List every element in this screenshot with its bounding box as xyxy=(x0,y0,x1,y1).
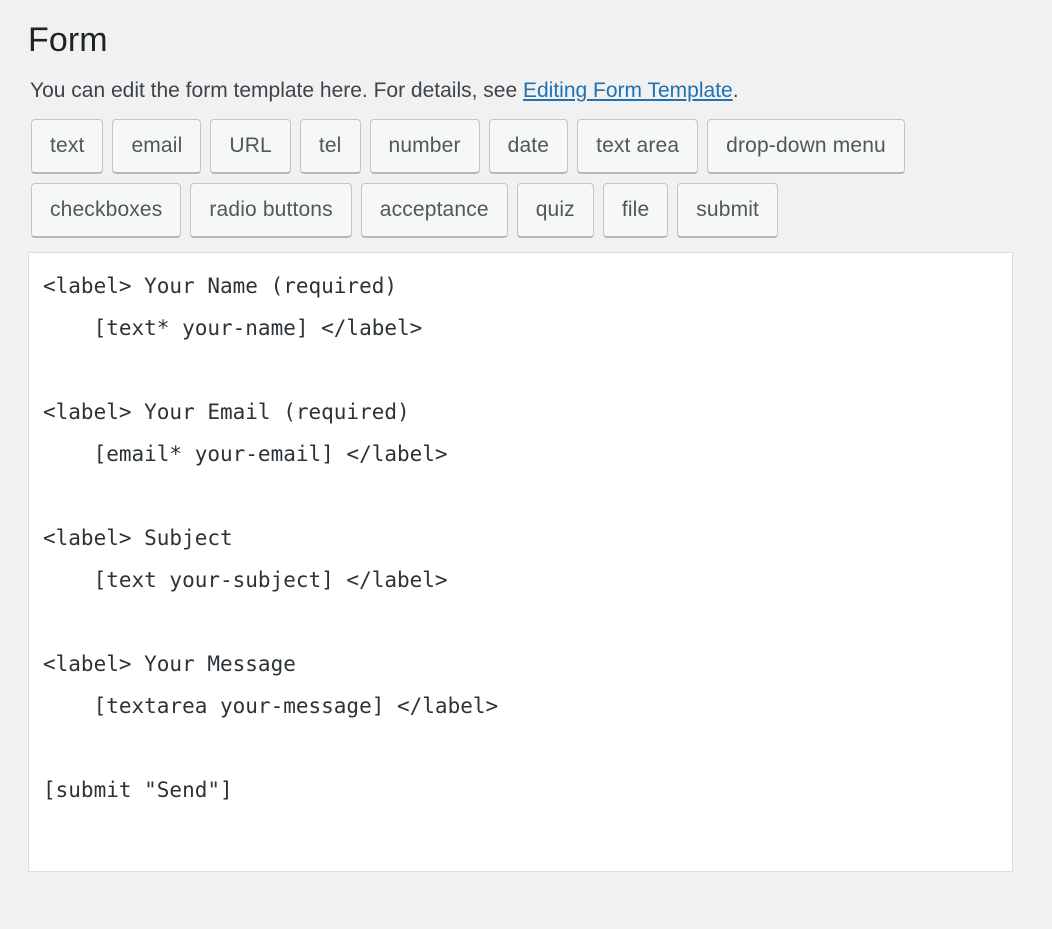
tag-button-acceptance[interactable]: acceptance xyxy=(360,182,508,238)
tag-generator-item: quiz xyxy=(516,182,594,238)
tag-generator-item: drop-down menu xyxy=(707,118,905,174)
tag-generator-item: text xyxy=(31,118,104,174)
tag-generator-item: URL xyxy=(210,118,291,174)
tag-generator-item: radio buttons xyxy=(190,182,352,238)
form-description-text-after: . xyxy=(732,79,739,103)
tag-generator-item: tel xyxy=(299,118,361,174)
tag-button-date[interactable]: date xyxy=(488,118,569,174)
tag-button-url[interactable]: URL xyxy=(210,118,291,174)
tag-button-submit[interactable]: submit xyxy=(677,182,779,238)
tag-generator-item: number xyxy=(369,118,480,174)
tag-button-email[interactable]: email xyxy=(112,118,202,174)
page-title: Form xyxy=(28,21,108,59)
tag-button-text[interactable]: text xyxy=(31,118,104,174)
tag-generator-item: file xyxy=(602,182,669,238)
tag-button-file[interactable]: file xyxy=(602,182,669,238)
tag-generator-item: checkboxes xyxy=(31,182,182,238)
tag-button-checkboxes[interactable]: checkboxes xyxy=(31,182,182,238)
form-template-textarea[interactable] xyxy=(28,251,1013,872)
form-editor-wrap xyxy=(28,251,1013,872)
tag-generator-item: date xyxy=(488,118,569,174)
tag-button-text-area[interactable]: text area xyxy=(577,118,699,174)
tag-generator-item: acceptance xyxy=(360,182,508,238)
form-description-text-before: You can edit the form template here. For… xyxy=(30,79,523,103)
tag-button-quiz[interactable]: quiz xyxy=(516,182,594,238)
tag-generator-item: text area xyxy=(577,118,699,174)
tag-generator-item: submit xyxy=(677,182,779,238)
tag-generator-item: email xyxy=(112,118,202,174)
tag-button-number[interactable]: number xyxy=(369,118,480,174)
editing-form-template-link[interactable]: Editing Form Template xyxy=(523,79,733,103)
form-description: You can edit the form template here. For… xyxy=(0,62,1052,105)
tag-button-drop-down-menu[interactable]: drop-down menu xyxy=(707,118,905,174)
tag-button-tel[interactable]: tel xyxy=(299,118,361,174)
tag-button-radio-buttons[interactable]: radio buttons xyxy=(190,182,352,238)
